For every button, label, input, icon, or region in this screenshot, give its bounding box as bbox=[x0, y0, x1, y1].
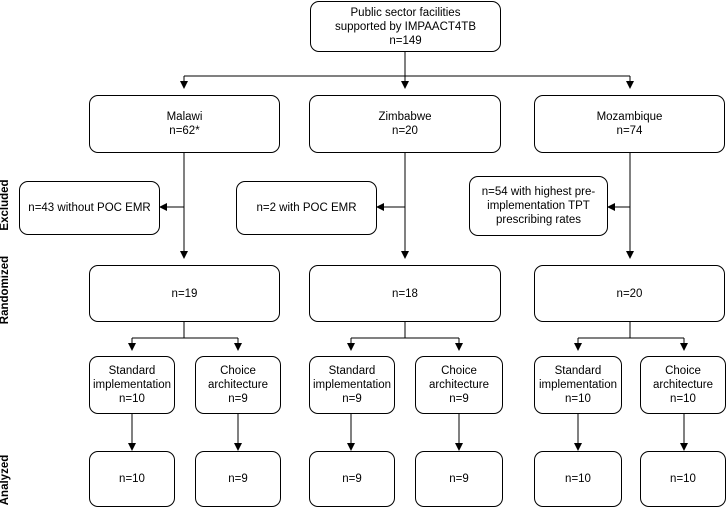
randomized-box-mozambique: n=20 bbox=[534, 265, 725, 322]
randomized-text: n=19 bbox=[171, 287, 198, 300]
excluded-box-malawi: n=43 without POC EMR bbox=[19, 181, 160, 235]
randomized-text: n=20 bbox=[616, 287, 643, 300]
arm-label: Choice architecture n=9 bbox=[428, 365, 490, 405]
country-label: Zimbabwe n=20 bbox=[378, 111, 432, 137]
country-box-malawi: Malawi n=62* bbox=[89, 95, 280, 153]
randomized-box-zimbabwe: n=18 bbox=[309, 265, 501, 322]
country-box-zimbabwe: Zimbabwe n=20 bbox=[309, 95, 501, 153]
arm-box-malawi-standard: Standard implementation n=10 bbox=[89, 356, 175, 414]
country-label: Mozambique n=74 bbox=[596, 111, 663, 137]
arm-box-zimbabwe-standard: Standard implementation n=9 bbox=[309, 356, 395, 414]
arm-label: Standard implementation n=9 bbox=[313, 365, 391, 405]
analyzed-box-zimbabwe-standard: n=9 bbox=[309, 451, 395, 507]
analyzed-box-mozambique-standard: n=10 bbox=[534, 451, 622, 507]
arm-label: Standard implementation n=10 bbox=[539, 365, 617, 405]
randomized-box-malawi: n=19 bbox=[89, 265, 280, 322]
analyzed-label: Analyzed bbox=[0, 454, 11, 506]
analyzed-text: n=10 bbox=[119, 473, 145, 485]
analyzed-text: n=9 bbox=[449, 473, 469, 485]
country-box-mozambique: Mozambique n=74 bbox=[534, 95, 725, 153]
excluded-text: n=2 with POC EMR bbox=[256, 202, 357, 214]
arm-label: Choice architecture n=10 bbox=[652, 365, 714, 405]
total-facilities-text: Public sector facilities supported by IM… bbox=[334, 6, 477, 47]
analyzed-box-mozambique-choice: n=10 bbox=[640, 451, 726, 507]
arm-box-mozambique-standard: Standard implementation n=10 bbox=[534, 356, 622, 414]
analyzed-box-malawi-choice: n=9 bbox=[195, 451, 281, 507]
arm-label: Standard implementation n=10 bbox=[93, 365, 171, 405]
arm-box-mozambique-choice: Choice architecture n=10 bbox=[640, 356, 726, 414]
analyzed-text: n=10 bbox=[565, 473, 591, 485]
excluded-label: Excluded bbox=[0, 179, 11, 231]
analyzed-box-malawi-standard: n=10 bbox=[89, 451, 175, 507]
excluded-box-mozambique: n=54 with highest pre- implementation TP… bbox=[469, 176, 608, 236]
excluded-box-zimbabwe: n=2 with POC EMR bbox=[236, 181, 377, 235]
country-label: Malawi n=62* bbox=[166, 111, 203, 137]
flow-connectors bbox=[128, 52, 688, 451]
arm-label: Choice architecture n=9 bbox=[207, 365, 269, 405]
arm-box-zimbabwe-choice: Choice architecture n=9 bbox=[415, 356, 503, 414]
analyzed-box-zimbabwe-choice: n=9 bbox=[415, 451, 503, 507]
randomized-label: Randomized bbox=[0, 255, 11, 325]
arm-box-malawi-choice: Choice architecture n=9 bbox=[195, 356, 281, 414]
excluded-text: n=54 with highest pre- implementation TP… bbox=[481, 186, 596, 226]
analyzed-text: n=9 bbox=[228, 473, 248, 485]
analyzed-text: n=10 bbox=[670, 473, 696, 485]
randomized-text: n=18 bbox=[392, 287, 418, 300]
total-facilities-box: Public sector facilities supported by IM… bbox=[310, 1, 501, 52]
analyzed-text: n=9 bbox=[342, 473, 362, 485]
excluded-text: n=43 without POC EMR bbox=[28, 202, 151, 214]
